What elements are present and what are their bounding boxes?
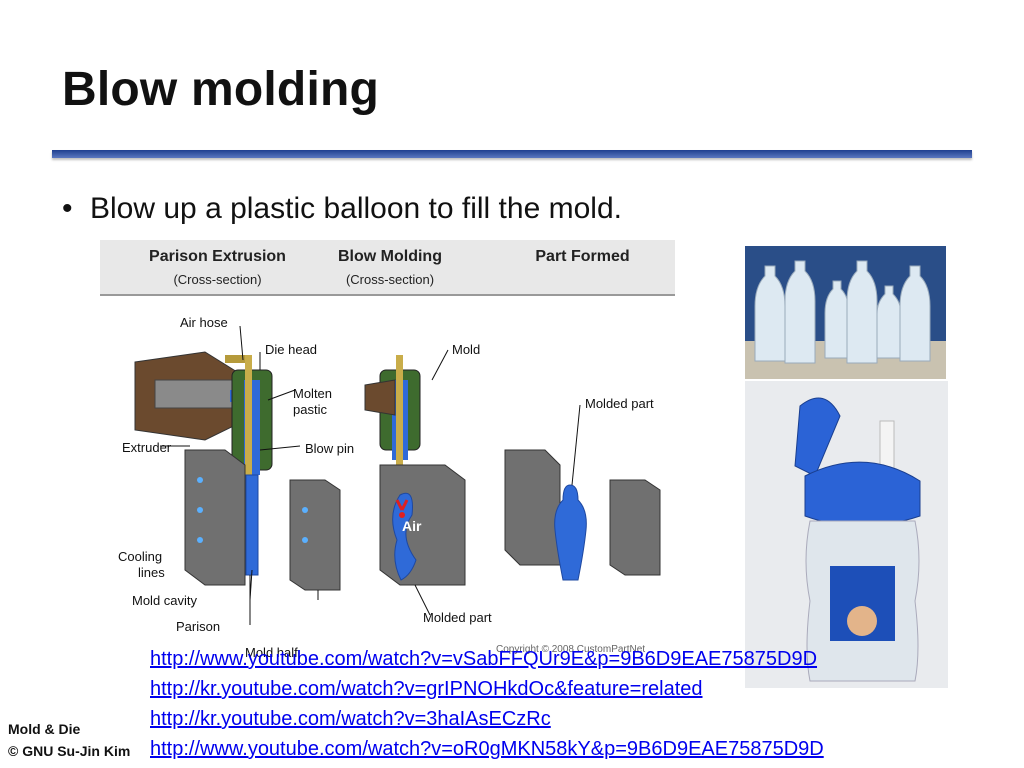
- leader-mold: [431, 349, 449, 381]
- label-blow-pin: Blow pin: [305, 441, 355, 456]
- air-arrow: [395, 499, 409, 511]
- label-cooling-2: lines: [138, 565, 165, 580]
- cooling-line: [197, 537, 203, 543]
- label-molten-1: Molten: [293, 386, 333, 401]
- youtube-link-2[interactable]: http://kr.youtube.com/watch?v=grIPNOHkdO…: [150, 678, 703, 700]
- bullet-item: • Blow up a plastic balloon to fill the m…: [62, 192, 622, 226]
- footer-course: Mold & Die: [8, 721, 81, 737]
- extruder-screw: [154, 379, 236, 409]
- leader-molded-part-right: [571, 404, 581, 486]
- diagram-illustration: [134, 325, 661, 625]
- bullet-dot: •: [62, 192, 73, 225]
- mold-right-1: [289, 479, 341, 591]
- leader-molded-part-bottom: [414, 584, 431, 616]
- label-molten-2: pastic: [293, 402, 327, 417]
- label-air-hose: Air hose: [180, 315, 228, 330]
- cooling-line: [197, 507, 203, 513]
- header-parison-extrusion: Parison Extrusion: [149, 248, 286, 265]
- cooling-line: [302, 537, 308, 543]
- youtube-link-4[interactable]: http://www.youtube.com/watch?v=oR0gMKN58…: [150, 738, 824, 760]
- label-cooling-1: Cooling: [118, 549, 163, 564]
- label-extruder: Extruder: [122, 440, 172, 455]
- video-links: http://www.youtube.com/watch?v=vSabFFQUr…: [150, 644, 824, 764]
- mold-left-3: [504, 449, 561, 566]
- label-die-head: Die head: [265, 342, 318, 357]
- footer-copyright: © GNU Su-Jin Kim: [8, 743, 131, 759]
- straw-bottle-photo: [745, 381, 948, 688]
- subheader-blow-molding: (Cross-section): [345, 272, 435, 287]
- leader-blow-pin: [259, 445, 301, 451]
- blow-pin-1: [245, 355, 252, 475]
- title-divider: [52, 150, 972, 158]
- label-parison: Parison: [176, 619, 221, 634]
- youtube-link-3[interactable]: http://kr.youtube.com/watch?v=3haIAsECzR…: [150, 708, 551, 730]
- copyright-note: Copyright © 2008 CustomPartNet: [496, 644, 646, 655]
- cooling-line: [302, 507, 308, 513]
- diagram-header-bar: [100, 240, 675, 296]
- label-air: Air: [402, 518, 422, 534]
- subheader-parison-extrusion: (Cross-section): [173, 272, 262, 287]
- youtube-link-1[interactable]: http://www.youtube.com/watch?v=vSabFFQUr…: [150, 648, 818, 670]
- cooling-line: [197, 477, 203, 483]
- label-mold-half: Mold half: [245, 645, 298, 660]
- header-blow-molding: Blow Molding: [338, 248, 442, 265]
- air-hose-1: [225, 355, 250, 363]
- bullet-text: Blow up a plastic balloon to fill the mo…: [90, 192, 622, 225]
- slide-title: Blow molding: [62, 63, 380, 116]
- label-mold: Mold: [452, 342, 481, 357]
- extruder-2: [364, 379, 396, 416]
- blow-pin-2: [396, 355, 403, 470]
- parison-shape: [245, 474, 259, 576]
- mold-left-1: [184, 449, 246, 586]
- blow-molding-diagram: Parison Extrusion (Cross-section) Blow M…: [100, 240, 675, 660]
- air-arrow-dot: [399, 512, 405, 518]
- inflated-part: [392, 492, 417, 581]
- label-mold-cavity: Mold cavity: [132, 593, 198, 608]
- leader-molten: [267, 389, 296, 401]
- label-molded-part-bottom: Molded part: [423, 610, 492, 625]
- mold-right-3: [609, 479, 661, 576]
- leader-air-hose: [239, 325, 244, 361]
- molded-part-shape: [554, 484, 587, 581]
- label-molded-part-right: Molded part: [585, 396, 654, 411]
- water-bottles-photo: [745, 246, 946, 379]
- header-part-formed: Part Formed: [535, 248, 630, 265]
- slide-footer: Mold & Die © GNU Su-Jin Kim: [8, 718, 130, 762]
